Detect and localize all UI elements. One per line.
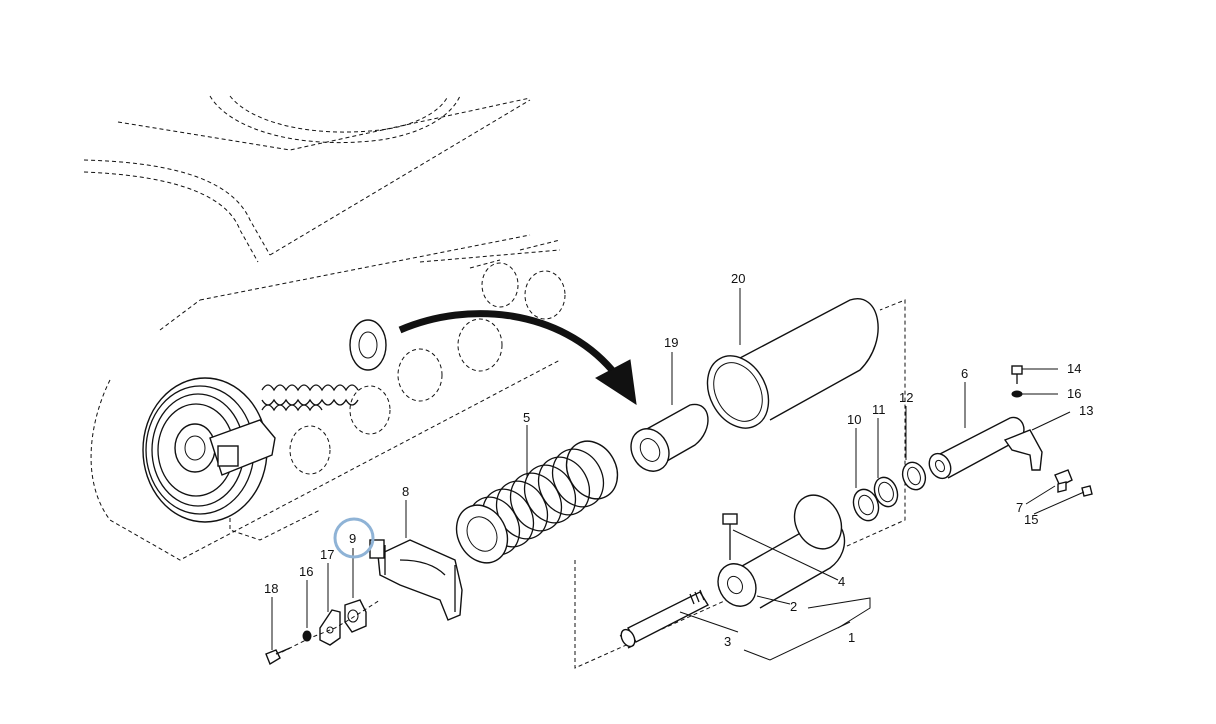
callout-8: 8 (402, 484, 409, 499)
callout-16-left: 16 (299, 564, 313, 579)
callout-14: 14 (1067, 361, 1081, 376)
callout-19: 19 (664, 335, 678, 350)
part-16-washer-left (302, 630, 312, 642)
callout-9-highlight-ring (333, 517, 375, 559)
callout-17: 17 (320, 547, 334, 562)
part-17-plate (319, 609, 341, 646)
part-16-washer-right (1011, 390, 1023, 398)
callout-2: 2 (790, 599, 797, 614)
part-5-spring (455, 440, 619, 564)
callout-13: 13 (1079, 403, 1093, 418)
direction-arrow (398, 310, 637, 406)
part-1-cylinder-assembly (717, 494, 846, 609)
callout-5: 5 (523, 410, 530, 425)
part-4-bolt (722, 513, 738, 560)
assembly-boundary (574, 299, 906, 669)
track-rollers-background (289, 262, 566, 475)
callout-6: 6 (961, 366, 968, 381)
callout-18: 18 (264, 581, 278, 596)
undercarriage-outline (83, 95, 561, 561)
part-15-nipple (1081, 485, 1093, 497)
part-11-ring (873, 476, 899, 508)
part-18-bolt (265, 647, 291, 666)
part-12-ring (901, 461, 927, 491)
callout-12: 12 (899, 390, 913, 405)
part-6-cylinder (928, 416, 1025, 480)
callout-4: 4 (838, 574, 845, 589)
callout-20: 20 (731, 271, 745, 286)
part-14-bolt (1011, 365, 1023, 384)
part-9-nut (344, 599, 367, 633)
callout-3: 3 (724, 634, 731, 649)
spring-background (261, 319, 387, 412)
callout-7: 7 (1016, 500, 1023, 515)
callout-1: 1 (848, 630, 855, 645)
idler-wheel-background (142, 377, 276, 523)
part-3-rod (619, 589, 709, 649)
callout-11: 11 (872, 402, 886, 417)
part-20-tube (706, 298, 879, 429)
part-10-ring (852, 488, 880, 522)
callout-10: 10 (847, 412, 861, 427)
part-8-bracket (369, 539, 463, 621)
leader-lines (271, 288, 1085, 661)
part-19-bushing (630, 403, 709, 472)
callout-16-right: 16 (1067, 386, 1081, 401)
callout-labels: 1 2 3 4 5 6 7 8 9 10 11 12 13 14 15 16 1… (264, 271, 1093, 649)
part-13-bracket (1003, 429, 1043, 471)
part-7-fitting (1054, 469, 1073, 493)
callout-9: 9 (349, 531, 356, 546)
assembly-line-left (281, 599, 381, 653)
callout-15: 15 (1024, 512, 1038, 527)
